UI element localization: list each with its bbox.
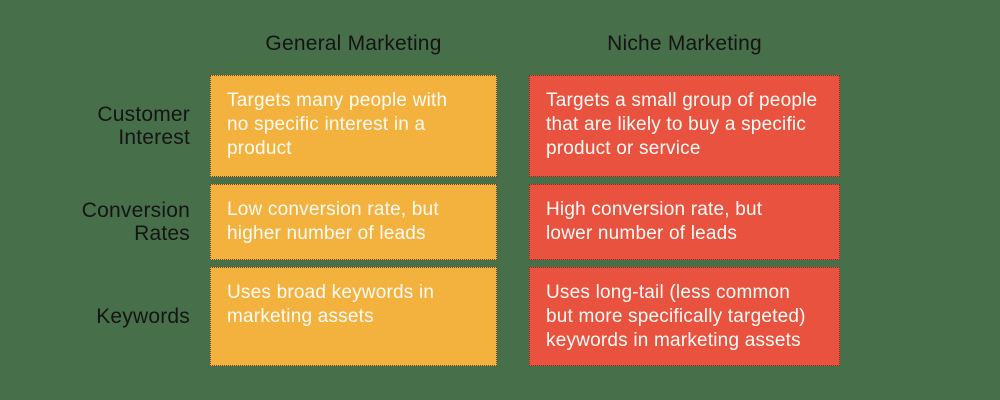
- cell-general-customer-interest: Targets many people with no specific int…: [210, 75, 497, 177]
- column-header-general-marketing: General Marketing: [265, 32, 442, 55]
- column-header-niche-marketing: Niche Marketing: [607, 32, 762, 55]
- cell-general-keywords: Uses broad keywords in marketing assets: [210, 267, 497, 366]
- cell-niche-keywords: Uses long-tail (less common but more spe…: [529, 267, 840, 366]
- cell-niche-customer-interest: Targets a small group of people that are…: [529, 75, 840, 177]
- row-label-keywords: Keywords: [96, 305, 190, 328]
- row-label-customer-interest: Customer Interest: [97, 103, 190, 149]
- cell-niche-conversion-rates: High conversion rate, but lower number o…: [529, 184, 840, 260]
- row-label-conversion-rates: Conversion Rates: [81, 199, 190, 245]
- comparison-grid: General Marketing Niche Marketing Custom…: [81, 32, 840, 366]
- cell-general-conversion-rates: Low conversion rate, but higher number o…: [210, 184, 497, 260]
